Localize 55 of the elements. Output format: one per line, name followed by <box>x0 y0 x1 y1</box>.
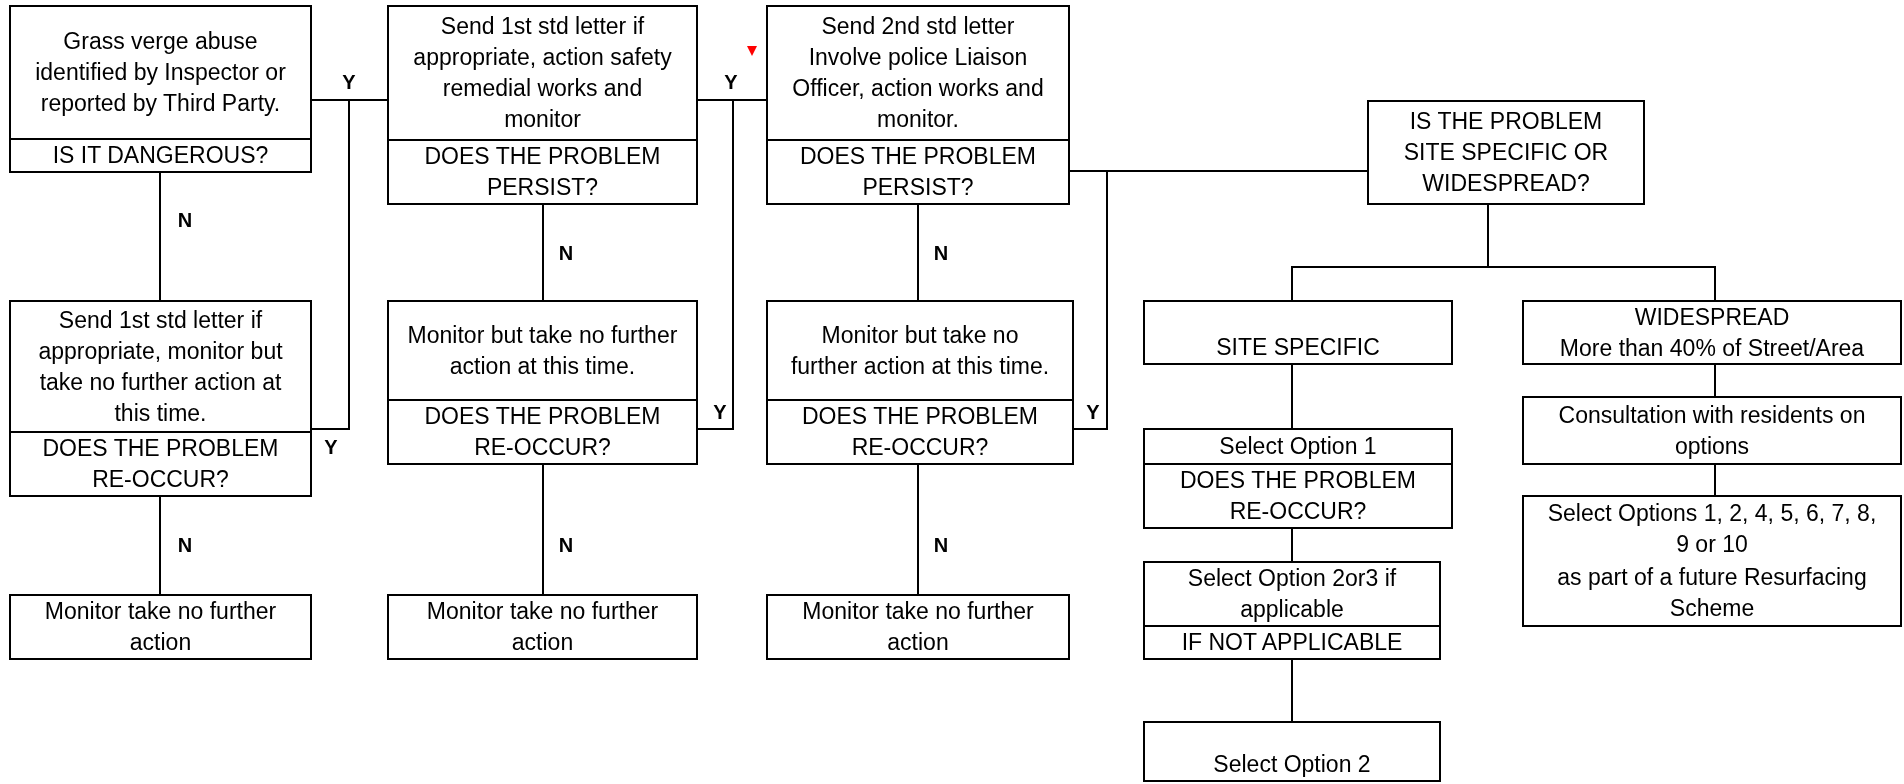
process-box <box>9 594 312 660</box>
question-text: IS THE PROBLEM SITE SPECIFIC OR WIDESPREAD? <box>1402 107 1610 198</box>
step-text: Monitor take no further action <box>801 597 1035 657</box>
step-text: Monitor take no further action <box>43 597 278 657</box>
process-box <box>387 300 698 465</box>
step-text: Consultation with residents on options <box>1557 400 1867 461</box>
step-text: Monitor but take no further action at this time. <box>407 320 678 381</box>
question-text: DOES THE PROBLEM RE-OCCUR? <box>41 434 280 494</box>
process-box <box>1143 561 1441 660</box>
process-box <box>9 300 312 497</box>
question-text: DOES THE PROBLEM PERSIST? <box>423 142 662 202</box>
connector-line <box>542 464 544 595</box>
connector-line <box>1714 364 1716 397</box>
question-text: DOES THE PROBLEM RE-OCCUR? <box>801 402 1039 462</box>
process-box <box>766 594 1070 660</box>
step-text: SITE SPECIFIC <box>1216 333 1380 362</box>
process-box <box>1367 100 1645 205</box>
step-text: IF NOT APPLICABLE <box>1181 628 1403 657</box>
question-text: DOES THE PROBLEM PERSIST? <box>799 142 1037 202</box>
process-box <box>9 5 312 173</box>
question-text: DOES THE PROBLEM RE-OCCUR? <box>423 402 662 462</box>
process-box <box>1522 300 1902 365</box>
connector-line <box>1291 528 1293 562</box>
connector-line <box>1487 204 1716 301</box>
step-text: Send 2nd std letter Involve police Liaison Officer, action works and monitor. <box>791 12 1045 134</box>
connector-line <box>917 464 919 595</box>
connector-line <box>1291 364 1293 429</box>
step-text: Select Option 2 <box>1213 750 1371 779</box>
process-box <box>766 300 1074 465</box>
step-text: Send 1st std letter if appropriate, monitor but take no further action at this time. <box>37 305 284 428</box>
connector-line <box>542 204 544 301</box>
process-box <box>766 5 1070 205</box>
step-text: Grass verge abuse identified by Inspector or reported by Third Party. <box>34 27 287 118</box>
process-box <box>387 5 698 205</box>
step-text: Select Option 1 <box>1219 432 1377 461</box>
question-text: DOES THE PROBLEM RE-OCCUR? <box>1179 466 1417 526</box>
process-box <box>387 594 698 660</box>
process-box <box>1522 396 1902 465</box>
step-text: Send 1st std letter if appropriate, action safety remedial works and monitor <box>412 12 673 134</box>
process-box <box>1143 721 1441 782</box>
step-text: as part of a future Resurfacing Scheme <box>1556 563 1868 623</box>
connector-line <box>1714 464 1716 496</box>
connector-line <box>1291 659 1293 722</box>
step-text: Monitor but take no further action at this time. <box>789 320 1051 381</box>
connector-line <box>917 204 919 301</box>
question-text: IS IT DANGEROUS? <box>52 141 269 170</box>
connector-line <box>159 172 161 301</box>
process-box <box>1522 495 1902 627</box>
process-box <box>1143 300 1453 365</box>
process-box <box>1143 428 1453 529</box>
step-text: Monitor take no further action <box>425 597 660 657</box>
step-text: WIDESPREAD <box>1634 303 1790 332</box>
step-text: Select Option 2or3 if applicable <box>1186 564 1398 624</box>
step-text: More than 40% of Street/Area <box>1559 334 1865 363</box>
connector-line <box>159 496 161 595</box>
